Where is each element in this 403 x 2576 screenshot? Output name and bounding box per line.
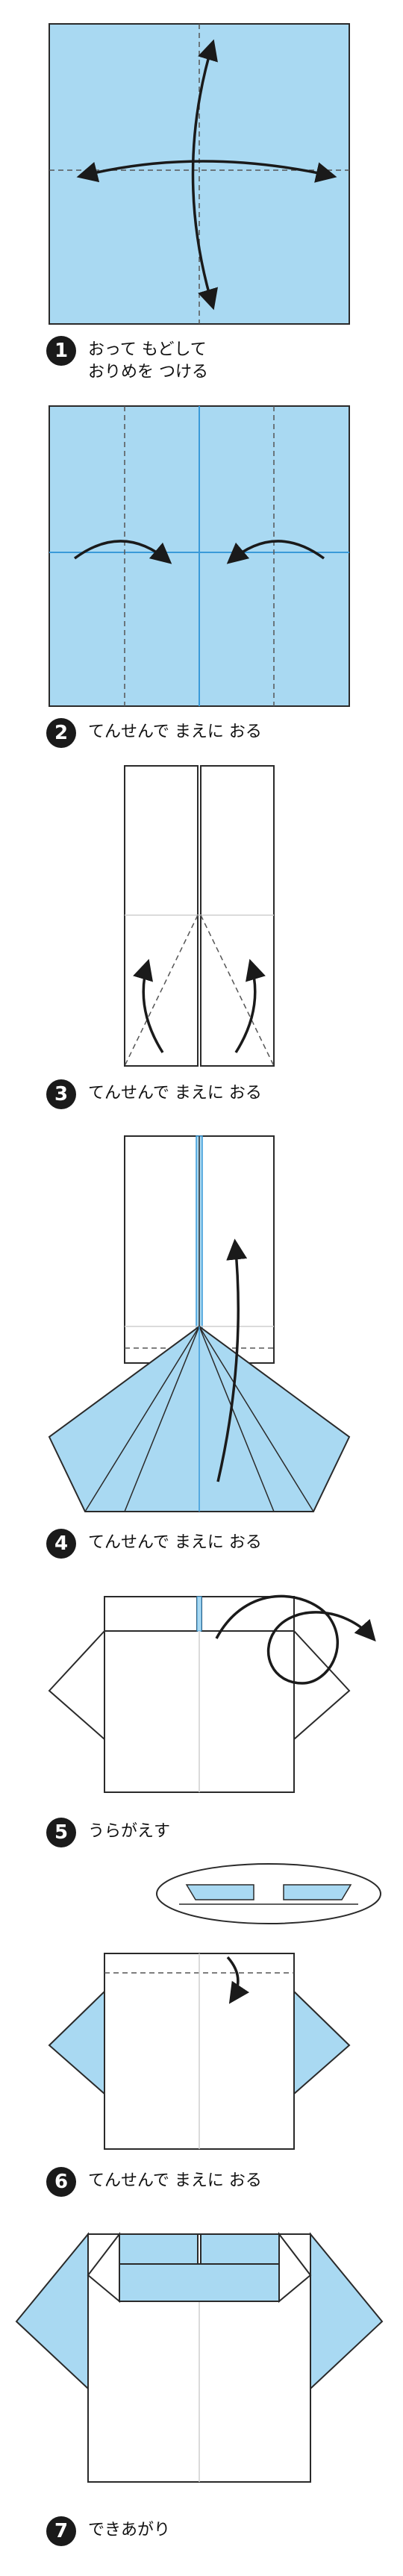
inset-collar-right [283, 1884, 352, 1900]
step-number-badge: 3 [46, 1079, 76, 1109]
left-sleeve [15, 2232, 89, 2391]
step-instruction: てんせんで まえに おる [88, 2167, 262, 2192]
right-sleeve [293, 1989, 351, 2096]
step-4-caption: 4 てんせんで まえに おる [46, 1529, 262, 1559]
right-panel [200, 765, 275, 1067]
right-sleeve [293, 1629, 351, 1741]
step-instruction: てんせんで まえに おる [88, 1079, 262, 1105]
step-number-badge: 6 [46, 2167, 76, 2197]
fan-crease [199, 1326, 314, 1512]
step-number-badge: 4 [46, 1529, 76, 1559]
fold-arrow-up [216, 1238, 248, 1482]
left-panel [124, 765, 199, 1067]
step-instruction: おって もどして おりめを つける [88, 336, 208, 384]
step-1-caption: 1 おって もどして おりめを つける [46, 336, 208, 384]
step-instruction-line: うらがえす [88, 1822, 171, 1841]
step-instruction-line: できあがり [88, 2521, 171, 2539]
flip-over-loop-arrow [215, 1594, 376, 1685]
step-2-caption: 2 てんせんで まえに おる [46, 718, 262, 748]
fold-arrow-vertical [191, 39, 218, 311]
step-instruction: てんせんで まえに おる [88, 1529, 262, 1554]
step-2-diagram [49, 405, 350, 707]
step-6-diagram [48, 1863, 381, 2150]
step-6-caption: 6 てんせんで まえに おる [46, 2167, 262, 2197]
step-7-caption: 7 できあがり [46, 2516, 170, 2546]
step-1-diagram [49, 23, 350, 325]
right-diagonal-fold-line [200, 914, 275, 1067]
left-sleeve [48, 1629, 105, 1741]
fold-arrow-down [226, 1956, 250, 2004]
step-number-badge: 7 [46, 2516, 76, 2546]
step-instruction: てんせんで まえに おる [88, 718, 262, 743]
fan-crease [124, 1326, 200, 1512]
fold-arrow-left [73, 540, 172, 564]
step-3-caption: 3 てんせんで まえに おる [46, 1079, 262, 1109]
left-sleeve [48, 1989, 105, 2096]
step-7-diagram [15, 2232, 384, 2483]
step-instruction-line: てんせんで まえに おる [88, 1533, 262, 1552]
fan-crease [199, 1326, 275, 1512]
fan-crease [84, 1326, 200, 1512]
step-instruction: できあがり [88, 2516, 170, 2542]
collar-band [119, 2263, 280, 2302]
collar-blue-gap [196, 1596, 202, 1632]
step-instruction-line: てんせんで まえに おる [88, 2171, 262, 2190]
step-instruction-line: てんせんで まえに おる [88, 1084, 262, 1103]
right-sleeve [310, 2232, 384, 2391]
collar-left [104, 1596, 198, 1632]
step-instruction: うらがえす [88, 1818, 170, 1843]
fold-arrow-left [133, 958, 164, 1053]
collar-top-right [200, 2233, 280, 2265]
step-5-caption: 5 うらがえす [46, 1818, 170, 1847]
step-instruction-line: おりめを つける [88, 363, 208, 381]
inset-collar-left [185, 1884, 254, 1900]
step-instruction-line: てんせんで まえに おる [88, 723, 262, 741]
collar-top-left [119, 2233, 199, 2265]
step-5-diagram [48, 1594, 376, 1793]
step-number-badge: 2 [46, 718, 76, 748]
step-4-diagram [48, 1135, 351, 1512]
left-diagonal-fold-line [124, 914, 199, 1067]
magnified-collar-inset [156, 1863, 381, 1924]
step-number-badge: 5 [46, 1818, 76, 1847]
step-3-diagram [124, 765, 275, 1067]
fold-arrow-right [234, 958, 266, 1053]
fold-arrow-right [226, 540, 325, 564]
step-number-badge: 1 [46, 336, 76, 366]
step-instruction-line: おって もどして [88, 340, 207, 359]
